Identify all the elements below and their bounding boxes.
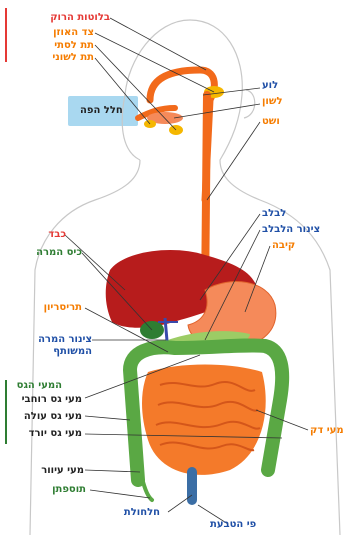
label-pharynx: לוע bbox=[262, 80, 278, 92]
label-anus: פי הטבעת bbox=[210, 519, 256, 531]
label-cecum: מעי עיוור bbox=[41, 465, 84, 477]
label-tongue: לשון bbox=[262, 96, 283, 108]
leader-appendix bbox=[90, 490, 150, 498]
leader-tongue bbox=[174, 104, 260, 118]
leader-salivary bbox=[110, 18, 206, 70]
label-esophagus: ושט bbox=[262, 116, 280, 128]
label-duodenum: תריסריון bbox=[44, 302, 82, 314]
small-intestine bbox=[142, 365, 266, 475]
label-pancreatic-duct: צינור הלבלב bbox=[262, 224, 320, 236]
leader-rectum bbox=[168, 495, 192, 512]
leader-liver bbox=[65, 235, 125, 290]
label-oral-cavity: חלל הפה bbox=[80, 105, 123, 117]
label-transverse-colon: מעי גס רוחבי bbox=[22, 394, 82, 406]
label-submandibular: תת לסתי bbox=[54, 40, 94, 52]
label-salivary-glands: בלוטות הרוק bbox=[50, 12, 110, 24]
salivary-bracket bbox=[5, 8, 7, 62]
label-ascending-colon: מעי גס עולה bbox=[24, 411, 82, 423]
label-parotid: צד האוזן bbox=[53, 27, 94, 39]
large-intestine-bracket bbox=[5, 380, 7, 444]
label-sublingual: תת לשוני bbox=[52, 52, 94, 64]
label-appendix: תוספתן bbox=[52, 484, 86, 496]
label-liver: כבד bbox=[48, 229, 66, 241]
label-common-bile-duct: צינור המרה המשותף bbox=[12, 334, 92, 358]
label-gallbladder: כיס המרה bbox=[36, 247, 82, 259]
label-large-intestine: המעי הגס bbox=[17, 380, 62, 392]
leader-ascending bbox=[85, 416, 130, 420]
label-cardia: לבלב bbox=[262, 208, 286, 220]
ear-outline bbox=[244, 90, 255, 118]
label-rectum: חלחולת bbox=[124, 507, 160, 519]
label-descending-colon: מעי גס יורד bbox=[29, 428, 82, 440]
label-small-intestine: מעי דק bbox=[310, 425, 344, 437]
label-stomach: קיבה bbox=[272, 240, 295, 252]
appendix bbox=[142, 478, 152, 500]
